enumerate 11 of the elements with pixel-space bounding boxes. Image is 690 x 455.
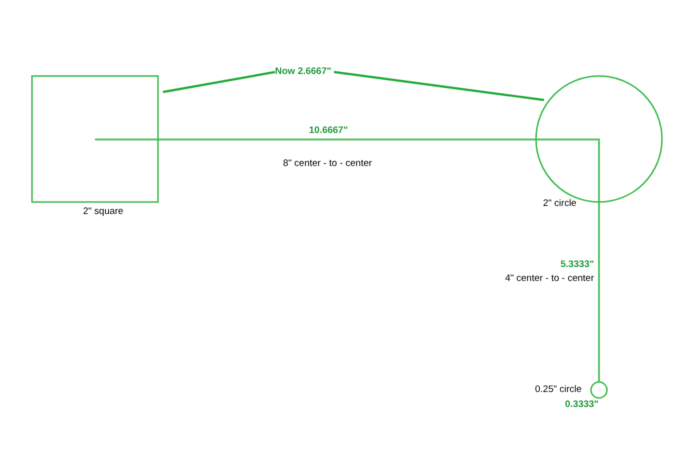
circle-shape [591,382,607,398]
dimension-label: 0.3333" [565,400,599,410]
shape-caption: 0.25" circle [535,385,582,396]
dimension-note: 8" center - to - center [283,159,372,170]
shape-caption: 2" circle [543,199,576,210]
square-shape [32,76,158,202]
shape-caption: 2" square [83,207,124,218]
dimension-label: 5.3333" [560,260,594,270]
dimension-label: 10.6667" [309,126,348,136]
dimension-label: Now 2.6667" [275,67,332,78]
dimension-note: 4" center - to - center [505,274,594,284]
